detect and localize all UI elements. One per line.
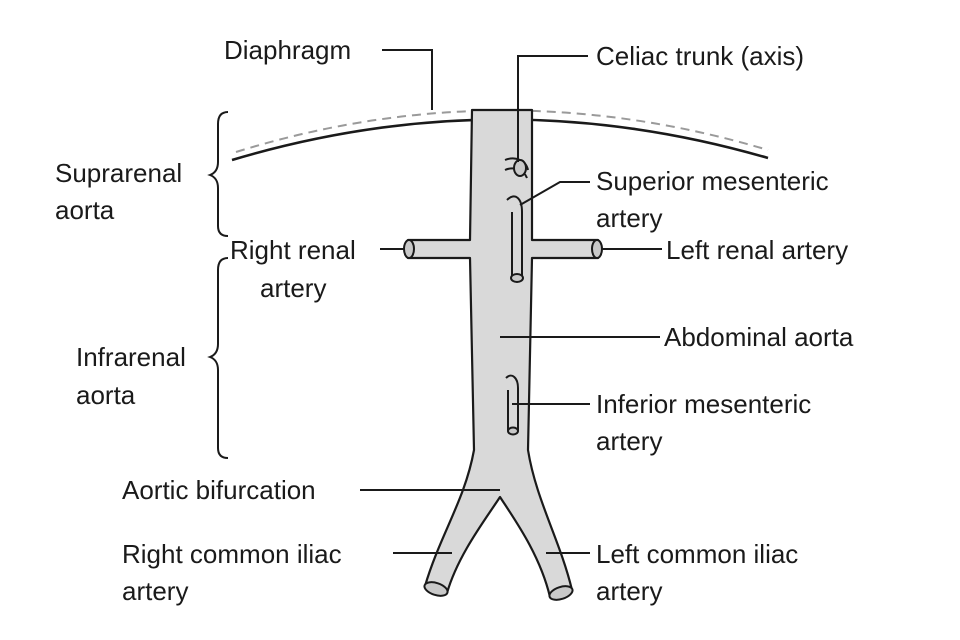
superior-mesenteric-label-line1: Superior mesenteric xyxy=(596,166,829,196)
right-renal-label-line1: Right renal xyxy=(230,235,356,265)
suprarenal-brace xyxy=(207,111,229,237)
superior-mesenteric-label-line2: artery xyxy=(596,203,662,233)
right-renal-artery-end xyxy=(403,239,415,259)
superior-mesenteric-leader xyxy=(519,181,590,206)
right-common-iliac-label-line2: artery xyxy=(122,576,188,606)
right-renal-label-line2: artery xyxy=(260,273,326,303)
superior-mesenteric-artery xyxy=(506,195,523,278)
abdominal-aorta-label: Abdominal aorta xyxy=(664,322,854,352)
inferior-mesenteric-artery xyxy=(505,374,519,431)
superior-mesenteric-end xyxy=(510,273,524,283)
right-common-iliac-label-line1: Right common iliac xyxy=(122,539,342,569)
infrarenal-brace xyxy=(207,257,229,459)
diaphragm-dashed-line xyxy=(235,109,769,153)
inferior-mesenteric-label-line2: artery xyxy=(596,426,662,456)
left-renal-artery-end xyxy=(591,239,603,259)
diaphragm-label: Diaphragm xyxy=(224,35,351,65)
celiac-trunk-label: Celiac trunk (axis) xyxy=(596,41,804,71)
diaphragm-leader xyxy=(382,49,433,110)
inferior-mesenteric-end xyxy=(507,426,519,436)
aortic-bifurcation-label: Aortic bifurcation xyxy=(122,475,316,505)
left-common-iliac-label-line1: Left common iliac xyxy=(596,539,798,569)
abdominal-aorta-shape xyxy=(406,108,600,599)
inferior-mesenteric-label-line1: Inferior mesenteric xyxy=(596,389,811,419)
left-common-iliac-end xyxy=(548,585,574,601)
infrarenal-label-line1: Infrarenal xyxy=(76,342,186,372)
left-renal-label: Left renal artery xyxy=(666,235,848,265)
infrarenal-label-line2: aorta xyxy=(76,380,136,410)
celiac-leader xyxy=(517,55,588,162)
celiac-trunk-end xyxy=(513,159,527,177)
left-common-iliac-label-line2: artery xyxy=(596,576,662,606)
suprarenal-label-line1: Suprarenal xyxy=(55,158,182,188)
right-common-iliac-end xyxy=(423,581,449,597)
suprarenal-label-line2: aorta xyxy=(55,195,115,225)
